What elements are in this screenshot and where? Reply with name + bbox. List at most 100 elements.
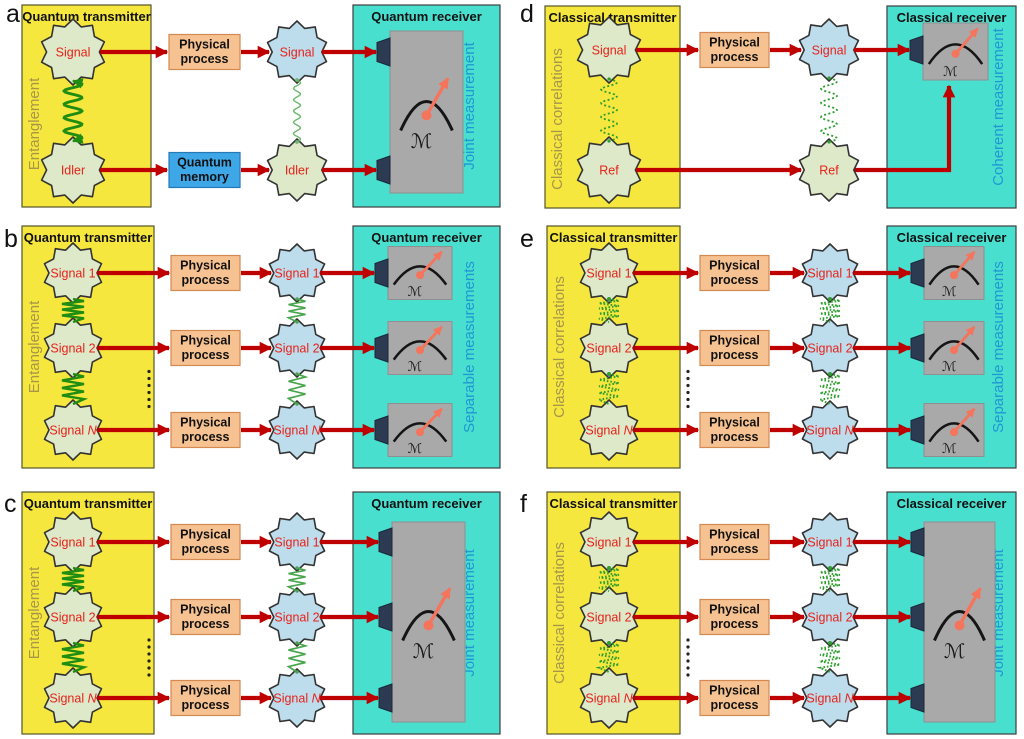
- detector-icon: [910, 258, 925, 288]
- receiver-title: Quantum receiver: [371, 496, 482, 511]
- correlation-spring-channel: [819, 77, 839, 143]
- spring-end-dot: [295, 670, 299, 674]
- channel-node: [798, 138, 860, 202]
- source-node: [579, 586, 639, 648]
- correlation-spring-transmitter: [595, 373, 620, 405]
- panel-letter: f: [520, 490, 527, 518]
- channel-node: [801, 587, 859, 647]
- node-label: Signal 2: [274, 342, 319, 356]
- detector-icon: [910, 527, 925, 557]
- process-box-label-line2: process: [182, 617, 230, 631]
- panel-letter: d: [520, 0, 534, 28]
- process-box-label-line1: Physical: [180, 528, 231, 542]
- ellipsis-dot: [686, 645, 690, 649]
- node-label: Idler: [61, 164, 85, 178]
- ellipsis-dot: [147, 645, 151, 649]
- correlation-spring-transmitter: [599, 78, 619, 142]
- measurement-meter: ℳ: [401, 587, 456, 663]
- correlation-spring-channel: [819, 567, 841, 592]
- spring-end-dot: [607, 372, 611, 376]
- node-label: Signal 2: [586, 342, 631, 356]
- source-node: [576, 16, 642, 84]
- process-box-label-line2: process: [711, 348, 759, 362]
- measurement-meter: ℳ: [399, 77, 454, 153]
- spring-end-dot: [607, 139, 611, 143]
- measurement-meter: ℳ: [928, 407, 980, 456]
- channel-node: [266, 20, 328, 84]
- process-box-label-line2: process: [182, 348, 230, 362]
- ellipsis-dot: [147, 397, 151, 402]
- meter-symbol: ℳ: [942, 441, 957, 456]
- node-label: Ref: [599, 164, 619, 178]
- meter-dial-arc: [392, 265, 448, 286]
- meter-needle-pivot: [950, 428, 958, 437]
- process-box-label-line2: process: [711, 50, 759, 64]
- transmitter-title: Quantum transmitter: [24, 230, 153, 245]
- ellipsis-dot: [147, 376, 151, 381]
- process-box-label-line2: process: [711, 698, 759, 712]
- spring-end-dot: [828, 372, 832, 376]
- detector-icon: [374, 333, 389, 363]
- channel-node: [801, 668, 859, 728]
- detector-icon: [376, 37, 391, 67]
- spring-end-dot: [827, 76, 831, 80]
- panel-letter: c: [4, 490, 17, 518]
- detector-icon: [909, 35, 924, 65]
- meter-dial-arc: [928, 422, 980, 443]
- process-box-label-line2: process: [711, 430, 759, 444]
- meter-needle-pivot: [950, 346, 958, 355]
- correlation-side-label: Classical correlations: [551, 276, 568, 418]
- channel-node: [798, 18, 860, 82]
- source-node: [579, 667, 639, 729]
- measurement-meter: ℳ: [392, 407, 448, 456]
- correlation-side-label: Classical correlations: [551, 542, 568, 684]
- source-node: [579, 317, 639, 379]
- node-label: Signal N: [585, 424, 633, 438]
- ellipsis-dot: [686, 390, 690, 395]
- physical-process-box: [699, 31, 770, 69]
- channel-node: [268, 512, 326, 572]
- source-node: [43, 667, 103, 729]
- process-box-label-line2: process: [182, 273, 230, 287]
- spring-end-dot: [295, 402, 299, 406]
- node-label: Signal: [592, 44, 627, 58]
- detector-icon: [910, 602, 925, 632]
- node-label: Signal 1: [807, 267, 852, 281]
- node-label: Signal 1: [274, 267, 319, 281]
- ellipsis-dots: [686, 638, 690, 677]
- measurement-side-label: Coherent measurement: [990, 27, 1007, 185]
- ellipsis-dot: [147, 673, 151, 677]
- node-label: Signal N: [806, 692, 854, 706]
- correlation-spring-channel: [816, 642, 841, 673]
- meter-dial-arc: [401, 610, 456, 642]
- ellipsis-dots: [147, 638, 151, 677]
- reference-elbow-arrow: [854, 84, 956, 173]
- node-label: Signal N: [806, 424, 854, 438]
- node-label: Signal N: [273, 692, 321, 706]
- ellipsis-dot: [686, 659, 690, 663]
- channel-node: [268, 243, 326, 303]
- node-label: Signal: [280, 46, 315, 60]
- spring-end-dot: [295, 566, 299, 570]
- detector-icon: [376, 155, 391, 185]
- detector-icon: [378, 527, 393, 557]
- detector-icon: [910, 415, 925, 445]
- transmitter-title: Classical transmitter: [549, 10, 677, 25]
- process-box-label-line1: Physical: [709, 334, 760, 348]
- detector-icon: [910, 333, 925, 363]
- meter-symbol: ℳ: [942, 359, 957, 374]
- process-box-label-line2: memory: [180, 170, 229, 184]
- physical-process-box: [699, 254, 770, 292]
- spring-end-dot: [295, 641, 299, 645]
- meter-dial-arc: [392, 422, 448, 443]
- correlation-side-label: Entanglement: [26, 566, 43, 659]
- spring-end-dot: [607, 641, 611, 645]
- process-box-label-line1: Physical: [180, 603, 231, 617]
- process-box-label-line2: process: [711, 273, 759, 287]
- correlation-side-label: Classical correlations: [549, 48, 566, 190]
- meter-needle: [954, 27, 979, 55]
